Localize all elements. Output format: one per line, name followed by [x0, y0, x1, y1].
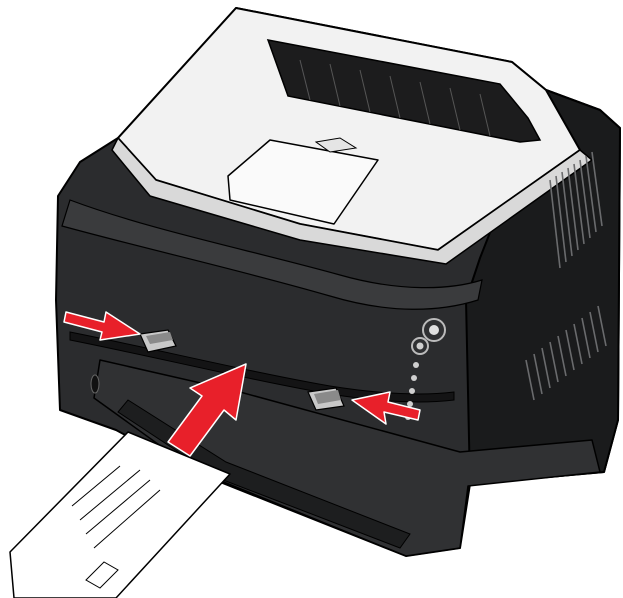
- status-light-icon: [411, 375, 417, 381]
- status-light-icon: [413, 362, 419, 368]
- status-light-icon: [407, 401, 413, 407]
- tray-indicator-slot: [91, 375, 99, 393]
- power-button-center: [429, 325, 439, 335]
- continue-button-center: [417, 343, 424, 350]
- status-light-icon: [409, 388, 415, 394]
